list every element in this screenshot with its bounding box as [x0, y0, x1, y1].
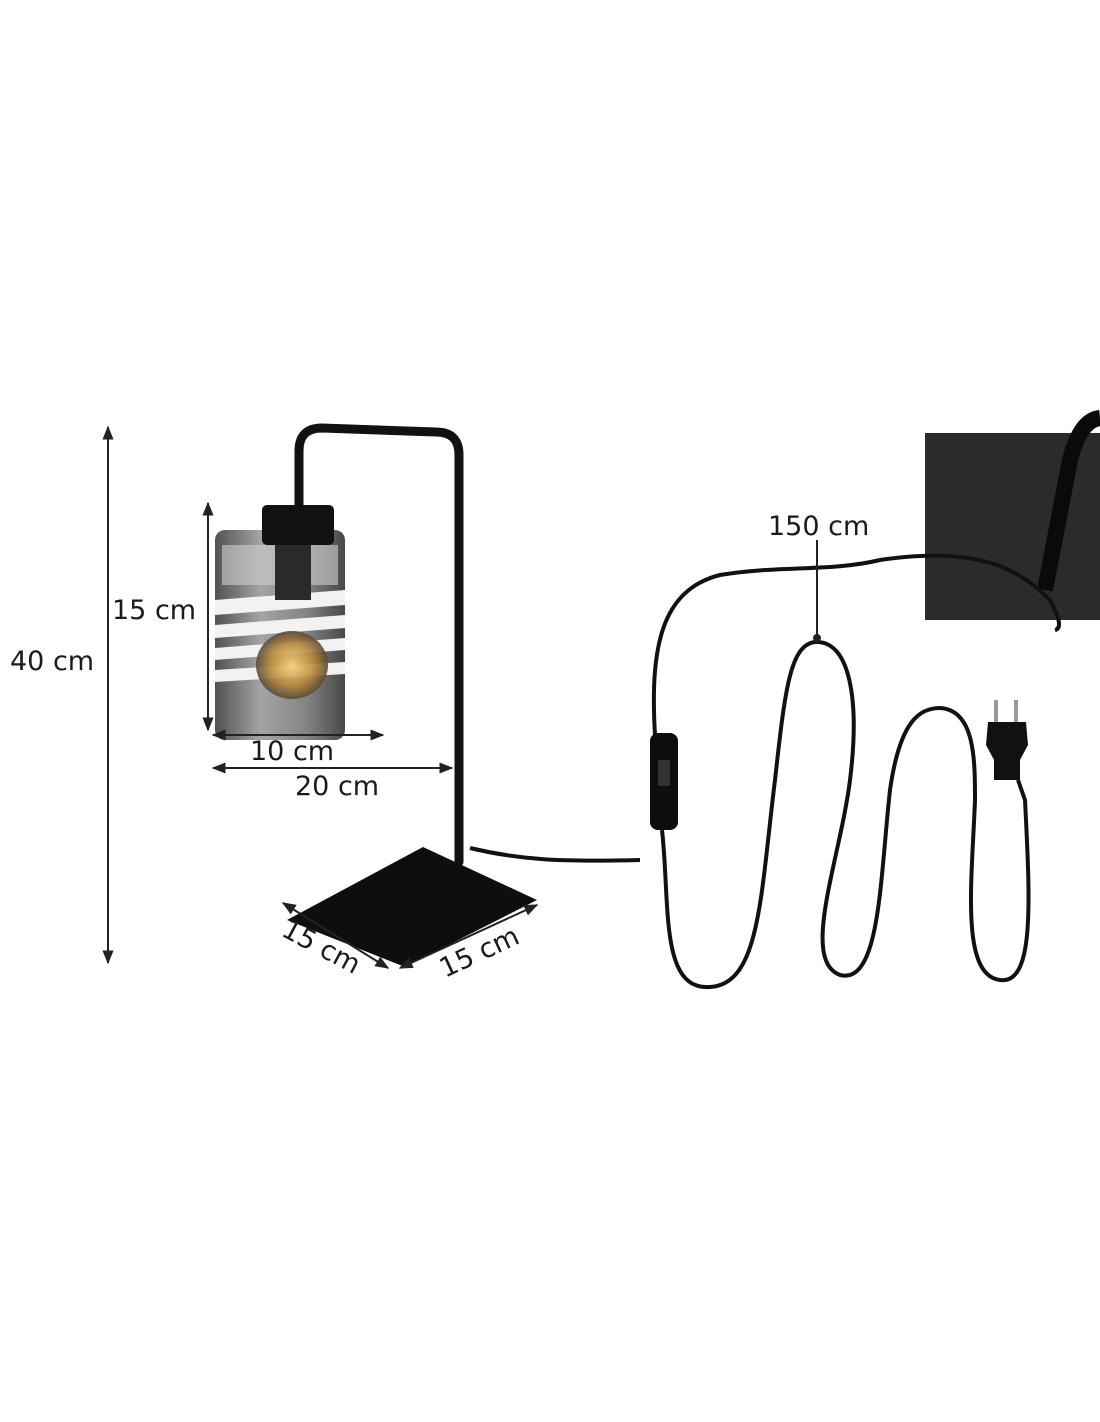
power-plug: [986, 700, 1028, 780]
label-reach: 20 cm: [295, 771, 379, 802]
label-shade-width: 10 cm: [250, 736, 334, 767]
lamp-shade: [215, 505, 345, 740]
label-shade-height: 15 cm: [112, 595, 196, 626]
power-cord: [650, 558, 1031, 990]
label-cord-length: 150 cm: [768, 511, 869, 542]
lamp-socket-cap: [262, 505, 334, 545]
label-total-height: 40 cm: [10, 646, 94, 677]
bulb: [256, 631, 328, 699]
base-depth-arrow: [281, 902, 390, 969]
inset-detail: [879, 410, 1100, 632]
base-width-arrow: [398, 904, 539, 969]
